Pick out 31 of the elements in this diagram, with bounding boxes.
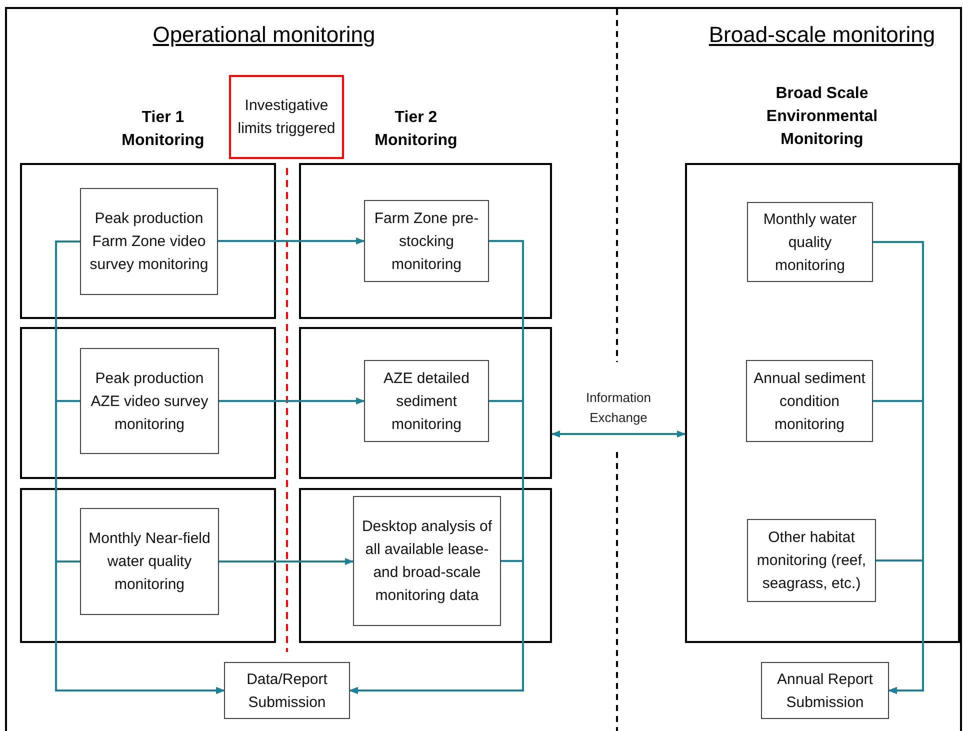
section-heading: Operational monitoring	[152, 21, 376, 49]
arrow	[349, 560, 524, 694]
arrow	[876, 560, 924, 694]
group-box	[20, 488, 276, 643]
group-box	[685, 163, 960, 643]
process-box: Other habitat monitoring (reef, seagrass, etc.)	[747, 519, 876, 602]
group-box	[20, 327, 276, 479]
arrow	[219, 397, 365, 405]
group-box	[299, 488, 552, 643]
process-box: Peak production AZE video survey monitoring	[80, 348, 219, 454]
arrow	[551, 430, 686, 438]
column-heading: Broad Scale Environmental Monitoring	[765, 84, 879, 150]
group-box	[20, 163, 276, 319]
process-box: Data/Report Submission	[224, 662, 350, 719]
arrow	[55, 560, 225, 694]
process-box: Peak production Farm Zone video survey monitoring	[80, 188, 218, 295]
process-box: Annual Report Submission	[761, 662, 889, 719]
process-box: Monthly Near-field water quality monitoring	[80, 508, 219, 615]
arrow	[218, 237, 365, 245]
process-box: Monthly water quality monitoring	[747, 202, 873, 282]
process-box: AZE detailed sediment monitoring	[364, 360, 489, 442]
trigger-box: Investigative limits triggered	[229, 75, 344, 159]
section-heading: Broad-scale monitoring	[708, 21, 936, 49]
process-box: Farm Zone pre-stocking monitoring	[364, 200, 489, 282]
group-box	[299, 163, 552, 319]
arrow	[219, 558, 354, 566]
group-box	[299, 327, 552, 479]
column-heading: Tier 1 Monitoring	[120, 108, 206, 151]
process-box: Annual sediment condition monitoring	[746, 360, 873, 442]
column-heading: Tier 2 Monitoring	[374, 108, 458, 151]
process-box: Desktop analysis of all available lease- and broad-scale monitoring data	[353, 496, 501, 626]
